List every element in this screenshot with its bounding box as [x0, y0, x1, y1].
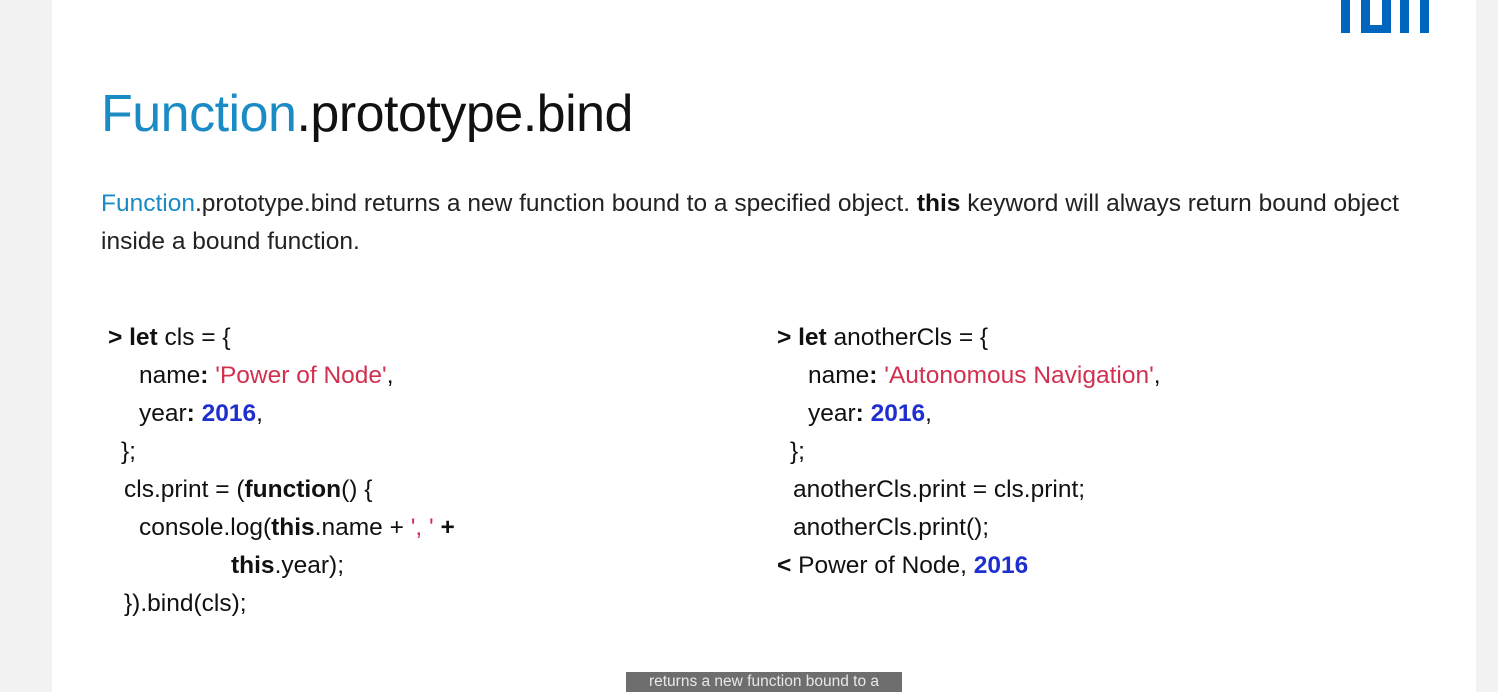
code-left-line-2: name: 'Power of Node',	[139, 362, 394, 389]
slide	[52, 0, 1476, 692]
code-right-line-2: name: 'Autonomous Navigation',	[808, 362, 1161, 389]
description-bold: this	[916, 190, 961, 217]
description-part1: .prototype.bind returns a new function b…	[194, 190, 917, 217]
code-left-line-6: console.log(this.name + ', ' +	[139, 514, 455, 541]
slide-title: Function.prototype.bind	[101, 84, 633, 144]
code-right-line-5: anotherCls.print = cls.print;	[793, 476, 1086, 503]
video-subtitle-caption: returns a new function bound to a	[626, 672, 902, 692]
title-accent: Function	[101, 85, 297, 143]
code-left-line-8: }).bind(cls);	[124, 590, 247, 617]
code-right-line-6: anotherCls.print();	[793, 514, 990, 541]
code-left-line-5: cls.print = (function() {	[124, 476, 373, 503]
description-part2: keyword will always return bound object …	[101, 190, 1399, 255]
code-left-line-4: };	[121, 438, 136, 465]
code-right-line-4: };	[790, 438, 805, 465]
code-left-line-7: this.year);	[231, 552, 344, 579]
code-right-line-7: < Power of Node, 2016	[777, 552, 1029, 579]
code-left-line-1: > let cls = {	[108, 324, 231, 351]
description-accent: Function	[101, 190, 195, 217]
code-right-line-3: year: 2016,	[808, 400, 932, 427]
slide-description: Function.prototype.bind returns a new fu…	[101, 185, 1421, 261]
tum-logo-icon	[1341, 0, 1429, 33]
code-right-line-1: > let anotherCls = {	[777, 324, 989, 351]
code-left-line-3: year: 2016,	[139, 400, 263, 427]
title-rest: .prototype.bind	[296, 85, 633, 143]
